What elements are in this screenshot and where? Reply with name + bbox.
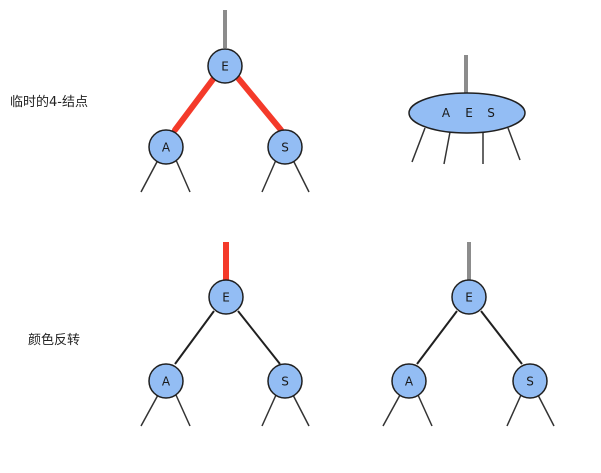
four-node-ellipse [408,92,526,134]
left-red-link [172,75,217,133]
right-black-link [480,310,523,365]
child-stub [175,159,191,193]
child-stub [507,127,521,161]
child-stub [417,394,433,427]
node-left: A [148,129,184,165]
child-stub [140,159,159,193]
child-stub [382,394,401,427]
right-red-link [235,75,284,133]
node-root: E [208,279,244,315]
key-label: S [487,106,495,120]
child-stub [292,159,310,193]
child-stub [506,394,522,427]
node-root: E [207,48,243,84]
node-label: S [281,141,289,155]
key-label: A [442,106,451,120]
node-label: S [281,375,289,389]
node-label: S [526,375,534,389]
right-black-link [237,310,281,365]
node-label: A [162,141,171,155]
node-root: E [451,279,487,315]
child-stub [537,394,555,427]
node-left: A [391,363,427,399]
node-label: A [405,375,414,389]
row2-after-tree: E A S [382,242,555,427]
child-stub [140,394,159,427]
child-stub [261,394,277,427]
node-right: S [267,363,303,399]
child-stub [261,159,277,193]
child-stub [443,131,451,165]
node-right: S [512,363,548,399]
row2-label: 颜色反转 [28,332,80,348]
child-stub [292,394,310,427]
child-stub [411,127,426,163]
row2-before-tree: E A S [140,242,310,427]
row1-four-node: A E S [408,55,526,165]
node-label: E [465,291,473,305]
left-black-link [174,310,215,365]
row1-label: 临时的4-结点 [10,94,88,110]
node-label: E [221,60,229,74]
node-left: A [148,363,184,399]
row1-tree: E A S [140,10,310,193]
left-black-link [416,310,458,365]
node-label: A [162,375,171,389]
node-right: S [267,129,303,165]
node-label: E [222,291,230,305]
child-stub [175,394,191,427]
key-label: E [465,106,473,120]
